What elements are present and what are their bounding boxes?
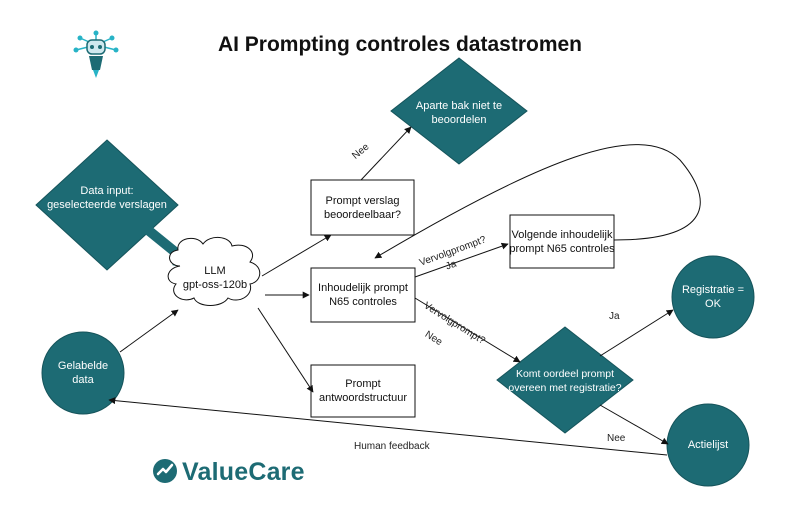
antwoord-box (310, 364, 416, 418)
aparte-bak-label: Aparte bak niet te beoordelen (415, 100, 503, 126)
edge-llm-antwoord (257, 307, 314, 393)
edge-label-ja-reg: Ja (609, 311, 620, 322)
volgende-box (509, 214, 615, 269)
edge-komt-registratie (599, 309, 674, 357)
actielijst-circle (666, 403, 750, 487)
robot-logo-icon (73, 30, 119, 78)
edge-volgende-loop (374, 144, 701, 259)
valuecare-logo-text: ValueCare (182, 458, 305, 486)
antwoord-label: Prompt antwoordstructuur (318, 378, 408, 404)
data-input-diamond (35, 139, 179, 271)
edge-llm-verslag (261, 234, 332, 277)
edge-verslag-aparte (360, 126, 412, 181)
actielijst-label: Actielijst (687, 439, 729, 451)
edge-feedback (108, 397, 668, 456)
registratie-label: Registratie = OK (681, 284, 745, 310)
inhoudelijk-label: Inhoudelijk prompt N65 controles (318, 282, 408, 308)
data-input-label: Data input: geselecteerde verslagen (47, 185, 167, 211)
edge-gelabelde-llm (119, 309, 179, 353)
llm-cloud (167, 237, 261, 306)
edge-inhoudelijk-volgende (414, 242, 509, 278)
edge-label-nee-actie: Nee (607, 433, 626, 444)
edge-inhoudelijk-komt (414, 297, 521, 363)
inhoudelijk-box (310, 267, 416, 323)
prompt-verslag-box (310, 179, 415, 236)
llm-label: LLM gpt-oss-120b (182, 265, 248, 291)
edges (108, 126, 701, 456)
page-title: AI Prompting controles datastromen (217, 33, 583, 56)
aparte-bak-diamond (390, 57, 528, 165)
registratie-circle (671, 255, 755, 339)
edge-komt-actielijst (599, 404, 669, 445)
komt-oordeel-label: Komt oordeel prompt overeen met registra… (508, 368, 622, 394)
gelabelde-label: Gelabelde data (57, 360, 109, 386)
gelabelde-circle (41, 331, 125, 415)
volgende-label: Volgende inhoudelijk prompt N65 controle… (509, 229, 615, 255)
valuecare-logo-icon (153, 459, 177, 483)
prompt-verslag-label: Prompt verslag beoordeelbaar? (323, 195, 402, 221)
edge-label-human-feedback: Human feedback (352, 441, 432, 453)
